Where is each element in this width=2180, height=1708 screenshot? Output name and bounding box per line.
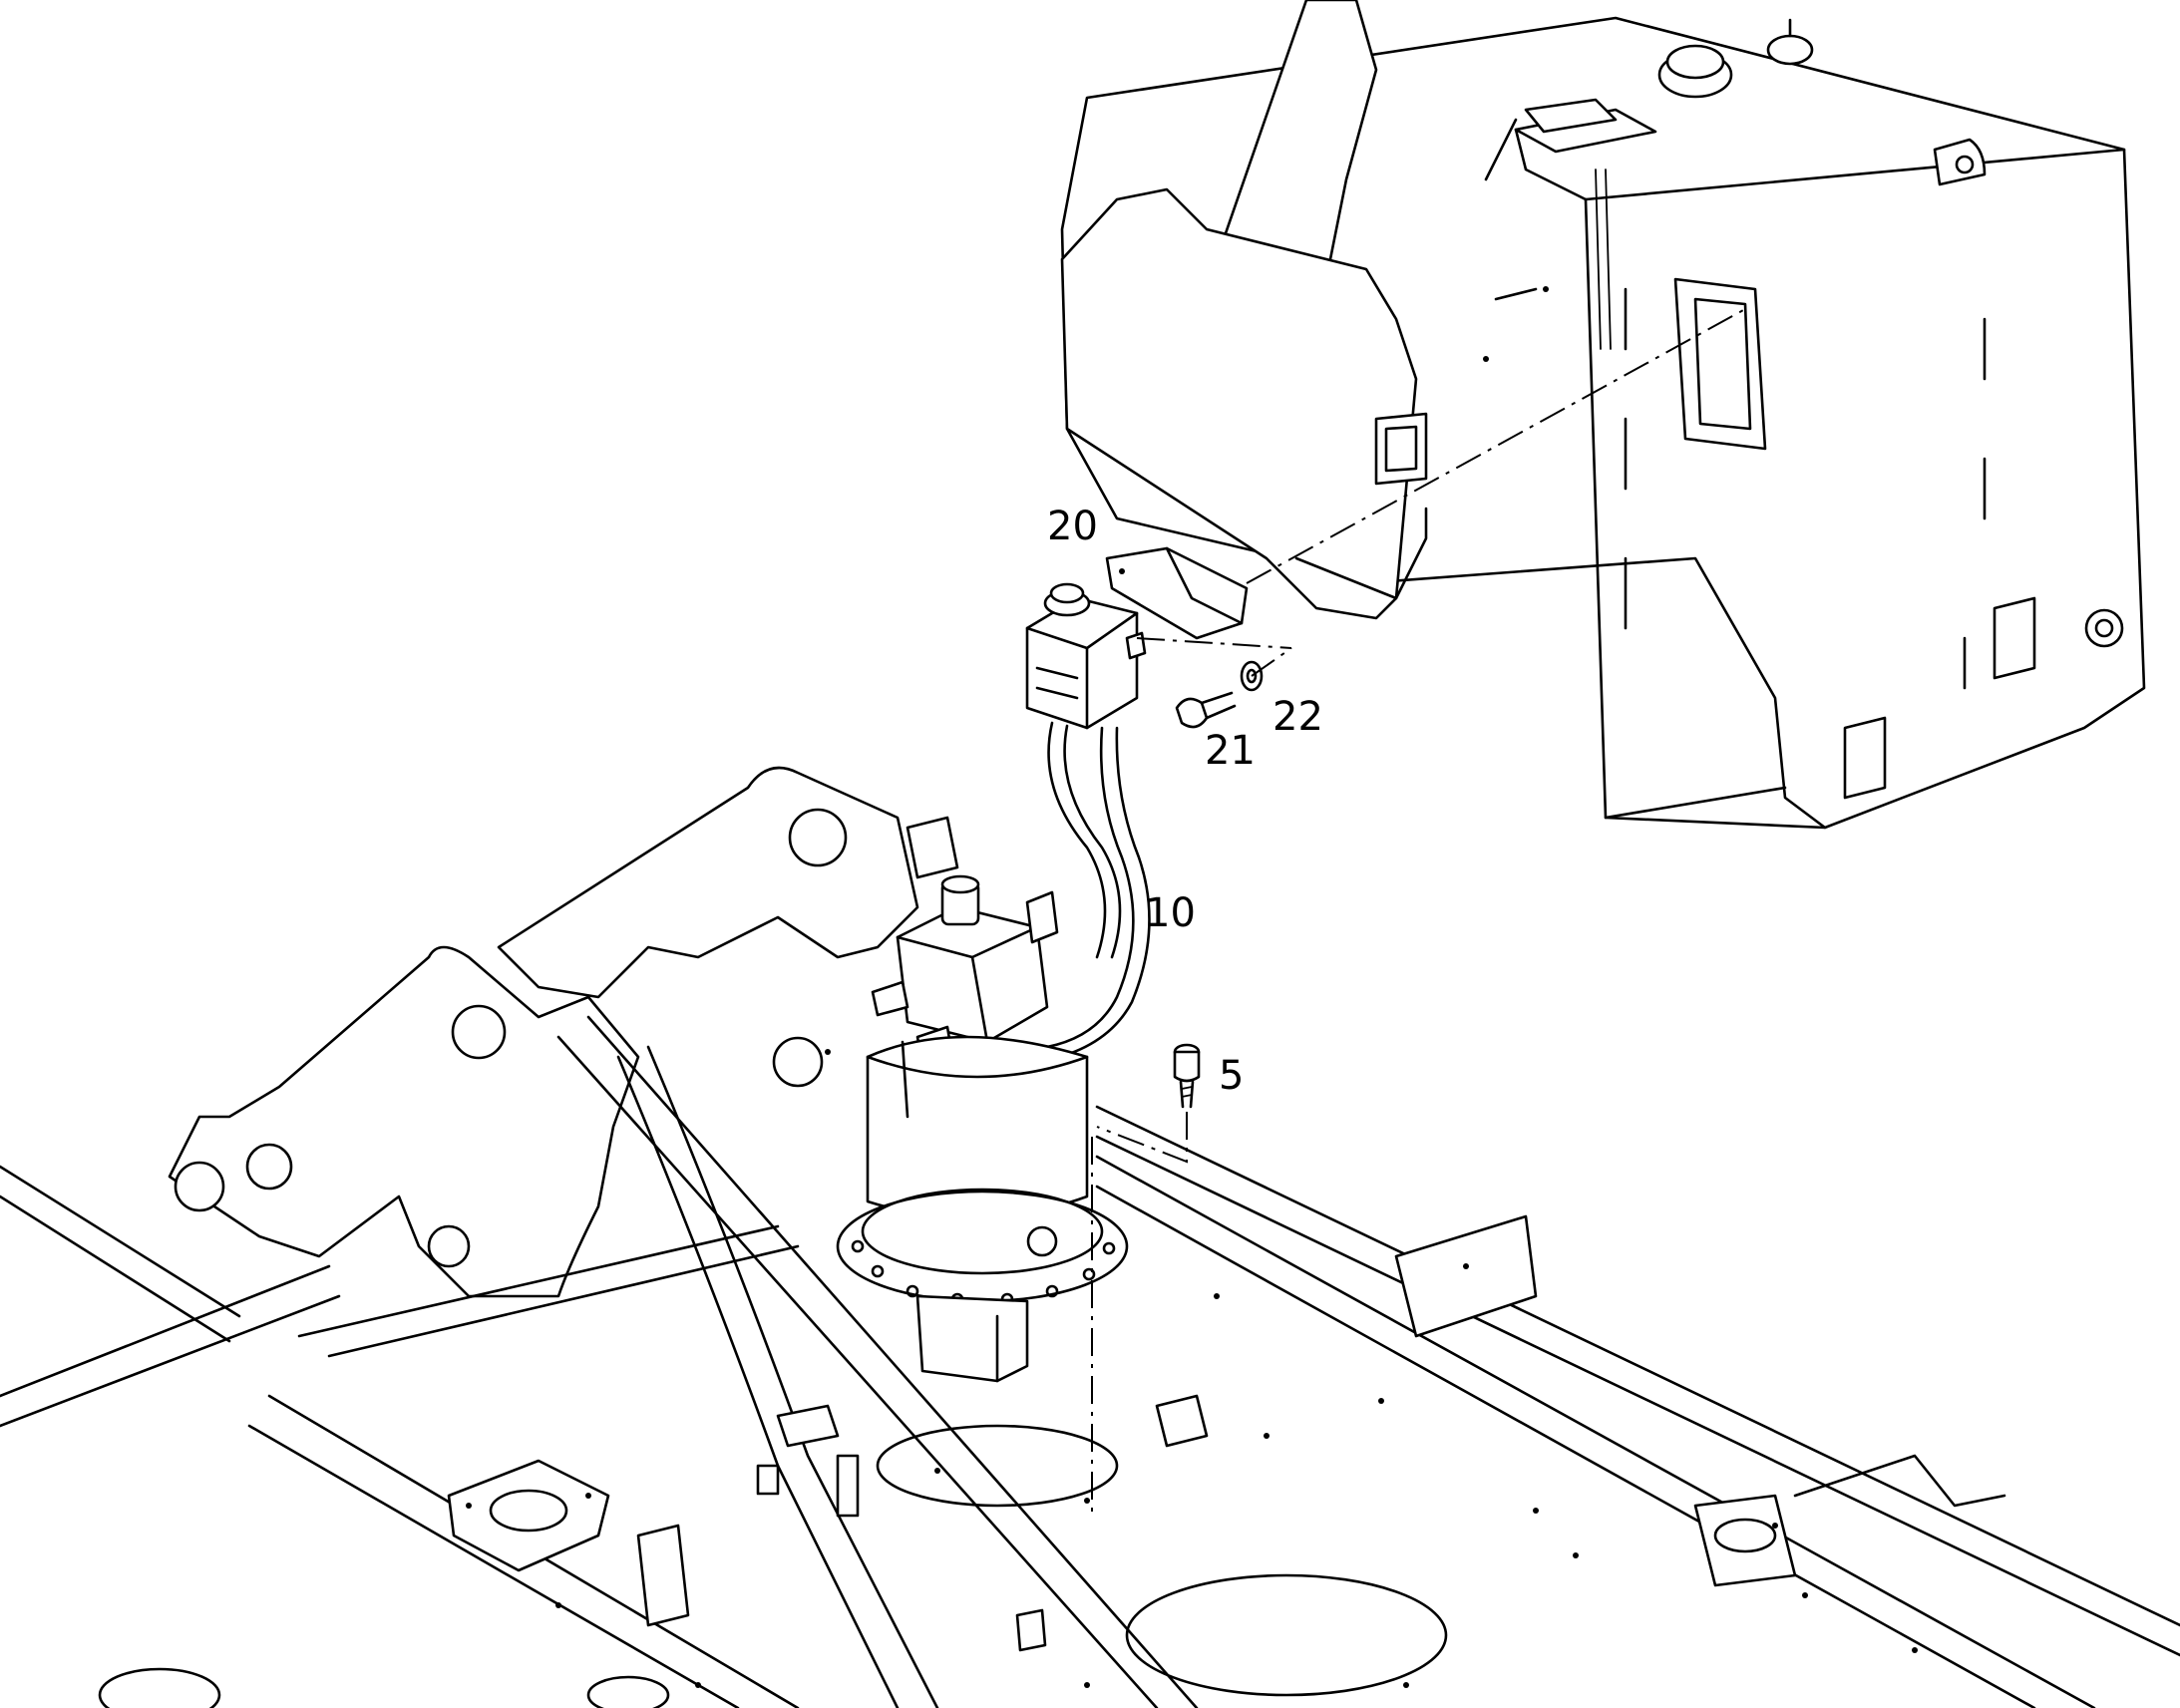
callout-22: 22: [1272, 694, 1323, 740]
undercarriage-frame: [0, 766, 2180, 1708]
callout-20: 20: [1047, 504, 1098, 549]
swivel-joint: [836, 874, 1129, 1383]
mounting-bracket-20: [1105, 546, 1249, 640]
screw-5: [1173, 1043, 1201, 1109]
upper-frame: [1060, 0, 1549, 620]
callout-5: 5: [1219, 1053, 1244, 1099]
valve-block: [1025, 582, 1147, 730]
callout-21: 21: [1205, 728, 1256, 774]
callout-10: 10: [1145, 890, 1196, 936]
hoses-10: [1045, 721, 1151, 1061]
assembly-center-lines: [1091, 308, 1746, 1516]
screw-21: [1175, 691, 1237, 729]
